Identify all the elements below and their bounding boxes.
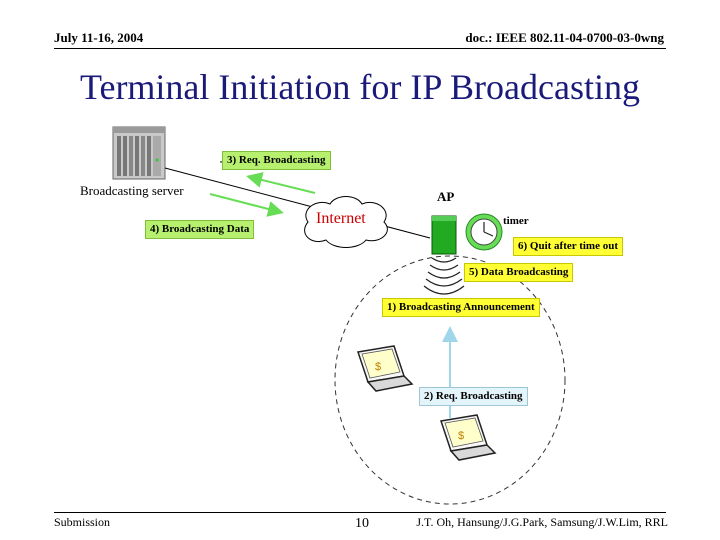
footer-divider [54,512,666,513]
step1-announcement-label: 1) Broadcasting Announcement [382,298,540,317]
laptop-icon: $ [440,414,497,461]
step2-req-broadcasting-label: 2) Req. Broadcasting [419,387,528,406]
laptop-icon: $ [357,345,414,392]
footer-submission: Submission [54,515,111,529]
step4-broadcasting-data-label: 4) Broadcasting Data [145,220,255,239]
header-doc-id: doc.: IEEE 802.11-04-0700-03-0wng [465,30,664,45]
svg-text:$: $ [458,430,464,442]
step3-req-broadcasting-label: 3) Req. Broadcasting [222,151,331,170]
page-number: 10 [355,516,369,531]
step6-quit-timeout-label: 6) Quit after time out [513,237,623,256]
header-divider [54,48,666,49]
timer-label: timer [503,215,529,227]
server-icon [112,126,166,180]
wireless-signal-icon [423,257,465,295]
ap-icon [431,215,457,255]
internet-label: Internet [316,210,366,227]
broadcasting-data-arrow [209,193,284,217]
coverage-area [334,255,566,505]
step5-data-broadcasting-label: 5) Data Broadcasting [464,263,574,282]
slide-title: Terminal Initiation for IP Broadcasting [79,67,640,107]
internet-cloud-icon [304,196,388,248]
header-date: July 11-16, 2004 [54,30,144,45]
footer-authors: J.T. Oh, Hansung/J.G.Park, Samsung/J.W.L… [416,515,668,529]
server-label: Broadcasting server [80,183,184,198]
ap-label: AP [437,189,455,204]
req-broadcasting-arrow [246,172,316,194]
timer-icon [465,213,503,251]
svg-text:$: $ [375,361,381,373]
